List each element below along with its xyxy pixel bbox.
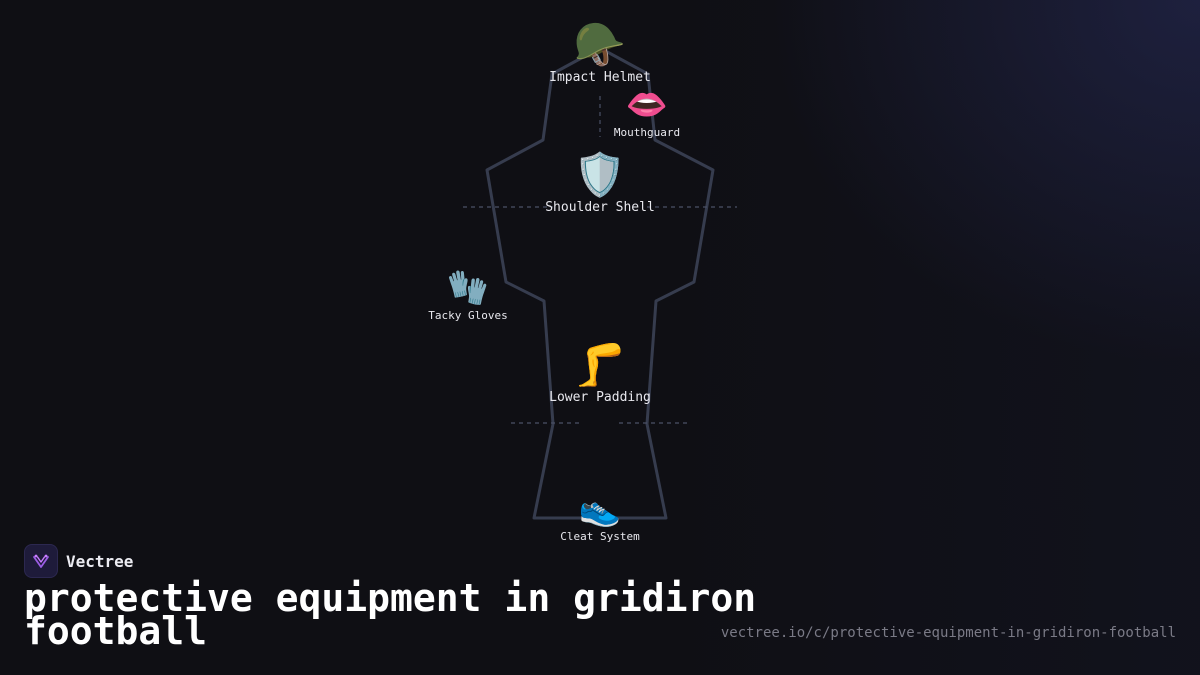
equipment-helmet: 🪖 Impact Helmet: [549, 20, 651, 86]
brand-name: Vectree: [66, 551, 134, 571]
vectree-logo-icon: [24, 544, 58, 578]
page-title: protective equipment in gridiron footbal…: [24, 576, 757, 653]
mouthguard-label: Mouthguard: [613, 126, 681, 139]
equipment-cleats: 👟 Cleat System: [560, 492, 639, 543]
shoe-icon: 👟: [578, 489, 622, 529]
shoulder-label: Shoulder Shell: [545, 200, 655, 215]
equipment-gloves: 🧤 Tacky Gloves: [428, 271, 507, 322]
page-url[interactable]: vectree.io/c/protective-equipment-in-gri…: [720, 625, 1176, 641]
leg-icon: 🦵: [573, 340, 627, 389]
brand: Vectree: [24, 544, 133, 578]
player-outline: [485, 46, 715, 520]
equipment-mouthguard: 👄 Mouthguard: [614, 88, 680, 139]
equipment-shoulder: 🛡️ Shoulder Shell: [545, 150, 655, 216]
lower-padding-label: Lower Padding: [549, 390, 651, 405]
gloves-icon: 🧤: [446, 268, 490, 308]
cleats-label: Cleat System: [560, 530, 640, 543]
helmet-label: Impact Helmet: [549, 70, 651, 85]
gloves-label: Tacky Gloves: [428, 309, 508, 322]
helmet-icon: 🪖: [573, 20, 627, 69]
equipment-lower-padding: 🦵 Lower Padding: [549, 340, 651, 406]
mouth-icon: 👄: [625, 85, 669, 125]
shield-icon: 🛡️: [573, 150, 627, 199]
